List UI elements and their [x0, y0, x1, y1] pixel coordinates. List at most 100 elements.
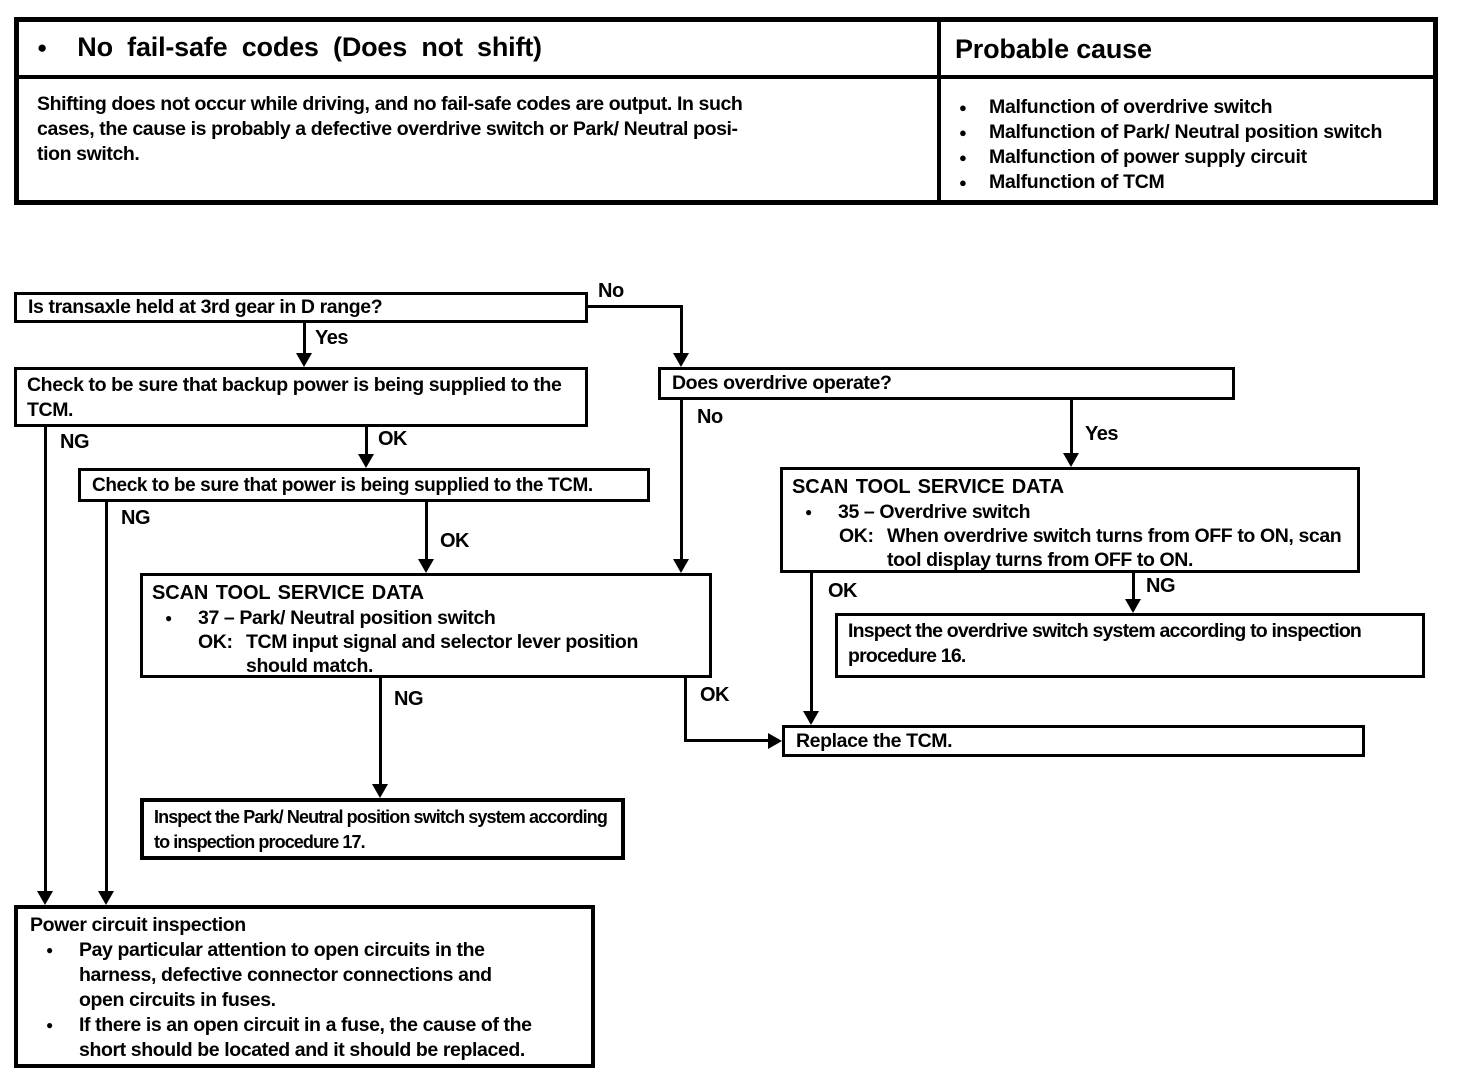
table-vertical-divider — [937, 22, 941, 200]
node-transaxle-question: Is transaxle held at 3rd gear in D range… — [14, 292, 588, 323]
node-text: Check to be sure that backup power is be… — [27, 374, 562, 421]
connector-ok-scan37 — [684, 739, 768, 742]
node-scan-tool-35: SCAN TOOL SERVICE DATA ● 35 – Overdrive … — [780, 467, 1360, 573]
bullet-icon: ● — [805, 505, 812, 519]
branch-label-no: No — [697, 406, 723, 428]
description-line: Shifting does not occur while driving, a… — [37, 93, 743, 115]
power-inspection-title: Power circuit inspection — [30, 914, 246, 936]
arrowhead-icon — [673, 353, 689, 367]
arrowhead-icon — [37, 891, 53, 905]
connector-ng-scan37 — [379, 678, 382, 784]
connector-ok-scan35 — [810, 573, 813, 711]
symptom-title: No fail-safe codes (Does not shift) — [77, 32, 542, 62]
connector-ng-power — [105, 502, 108, 891]
connector-no-overdrive — [680, 400, 683, 559]
arrowhead-icon — [1063, 453, 1079, 467]
connector-no-transaxle — [680, 305, 683, 353]
branch-label-ok: OK — [440, 530, 470, 552]
probable-cause-item: ● Malfunction of overdrive switch — [959, 95, 1439, 120]
bullet-icon: ● — [959, 125, 967, 140]
bullet-icon: ● — [959, 175, 967, 190]
arrowhead-icon — [98, 891, 114, 905]
branch-label-ok: OK — [828, 580, 858, 602]
arrowhead-icon — [358, 454, 374, 468]
arrowhead-icon — [673, 559, 689, 573]
arrowhead-icon — [372, 784, 388, 798]
node-power-circuit-inspection: Power circuit inspection ● Pay particula… — [14, 905, 595, 1068]
connector-ok-power — [425, 502, 428, 559]
probable-cause-item: ● Malfunction of Park/ Neutral position … — [959, 120, 1439, 145]
table-horizontal-divider — [19, 75, 1433, 79]
branch-label-ng: NG — [1146, 575, 1176, 597]
bullet-icon: ● — [37, 37, 48, 57]
description-line: cases, the cause is probably a defective… — [37, 118, 738, 140]
arrowhead-icon — [296, 353, 312, 367]
scan-tool-ok-row: OK: TCM input signal and selector lever … — [198, 630, 668, 678]
cause-text: Malfunction of TCM — [989, 171, 1165, 193]
connector-ng-backup — [44, 427, 47, 891]
node-text: Check to be sure that power is being sup… — [92, 474, 593, 496]
node-text: Inspect the Park/ Neutral position switc… — [154, 807, 608, 852]
branch-label-no: No — [598, 280, 624, 302]
connector-yes-transaxle — [303, 322, 306, 353]
bullet-icon: ● — [165, 611, 172, 625]
connector-ng-scan35 — [1132, 573, 1135, 599]
cause-text: Malfunction of overdrive switch — [989, 96, 1273, 118]
ok-label: OK: — [839, 525, 874, 547]
fault-symptom-table: ● No fail-safe codes (Does not shift) Pr… — [14, 17, 1438, 205]
node-inspect-park-neutral: Inspect the Park/ Neutral position switc… — [140, 798, 625, 860]
bullet-icon: ● — [959, 100, 967, 115]
scan-tool-item: ● 37 – Park/ Neutral position switch — [143, 606, 709, 630]
scan-tool-ok-row: OK: When overdrive switch turns from OFF… — [839, 524, 1349, 572]
node-text: Is transaxle held at 3rd gear in D range… — [28, 296, 383, 318]
ok-text: When overdrive switch turns from OFF to … — [887, 525, 1342, 571]
node-text: Replace the TCM. — [796, 729, 953, 752]
branch-label-ok: OK — [700, 684, 730, 706]
ok-text: TCM input signal and selector lever posi… — [246, 631, 638, 677]
power-inspection-item: ● Pay particular attention to open circu… — [18, 938, 566, 1013]
node-check-backup-power: Check to be sure that backup power is be… — [14, 367, 588, 427]
node-text: Does overdrive operate? — [672, 372, 892, 394]
probable-cause-list: ● Malfunction of overdrive switch ● Malf… — [959, 95, 1439, 195]
arrowhead-icon — [768, 733, 782, 749]
arrowhead-icon — [1125, 599, 1141, 613]
probable-cause-header-cell: Probable cause — [955, 34, 1152, 64]
node-check-power: Check to be sure that power is being sup… — [78, 468, 650, 502]
node-scan-tool-37: SCAN TOOL SERVICE DATA ● 37 – Park/ Neut… — [140, 573, 712, 678]
connector-ok-scan37 — [684, 678, 687, 742]
bullet-icon: ● — [959, 150, 967, 165]
scan-item-text: 35 – Overdrive switch — [838, 501, 1031, 523]
scan-tool-item: ● 35 – Overdrive switch — [783, 500, 1357, 524]
item-text: Pay particular attention to open circuit… — [79, 939, 492, 1011]
connector-no-transaxle — [586, 305, 683, 308]
node-replace-tcm: Replace the TCM. — [782, 725, 1365, 757]
cause-text: Malfunction of power supply circuit — [989, 146, 1307, 168]
arrowhead-icon — [418, 559, 434, 573]
node-text: Inspect the overdrive switch system acco… — [848, 620, 1362, 667]
cause-text: Malfunction of Park/ Neutral position sw… — [989, 121, 1383, 143]
branch-label-yes: Yes — [315, 327, 348, 349]
bullet-icon: ● — [46, 943, 53, 957]
bullet-icon: ● — [46, 1018, 53, 1032]
node-inspect-overdrive: Inspect the overdrive switch system acco… — [835, 613, 1425, 678]
branch-label-ok: OK — [378, 428, 408, 450]
symptom-header-cell: ● No fail-safe codes (Does not shift) — [37, 32, 542, 63]
scan-tool-title: SCAN TOOL SERVICE DATA — [152, 582, 424, 604]
item-text: If there is an open circuit in a fuse, t… — [79, 1014, 532, 1061]
connector-ok-backup — [365, 427, 368, 454]
probable-cause-item: ● Malfunction of power supply circuit — [959, 145, 1439, 170]
arrowhead-icon — [803, 711, 819, 725]
scan-item-text: 37 – Park/ Neutral position switch — [198, 607, 496, 629]
branch-label-ng: NG — [121, 507, 151, 529]
branch-label-ng: NG — [60, 431, 90, 453]
description-line: tion switch. — [37, 143, 140, 165]
connector-yes-overdrive — [1070, 400, 1073, 453]
node-overdrive-question: Does overdrive operate? — [658, 367, 1235, 400]
scan-tool-title: SCAN TOOL SERVICE DATA — [792, 476, 1064, 498]
probable-cause-item: ● Malfunction of TCM — [959, 170, 1439, 195]
symptom-description-cell: Shifting does not occur while driving, a… — [37, 92, 817, 167]
branch-label-yes: Yes — [1085, 423, 1118, 445]
branch-label-ng: NG — [394, 688, 424, 710]
power-inspection-item: ● If there is an open circuit in a fuse,… — [18, 1013, 566, 1063]
